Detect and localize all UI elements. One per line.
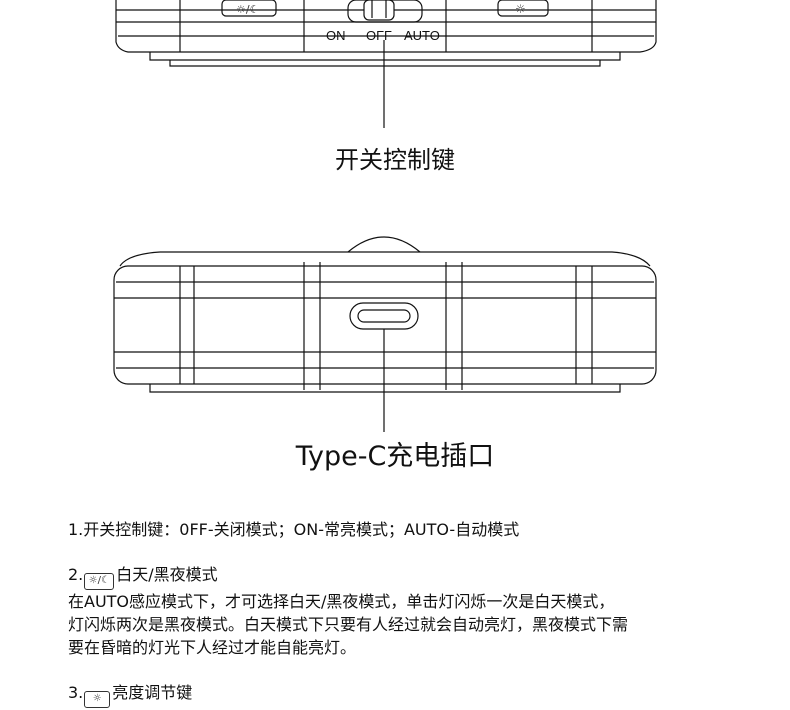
item-3-title: 亮度调节键 bbox=[112, 683, 193, 702]
item-3-number: 3. bbox=[68, 683, 84, 702]
sun-icon: ☼ bbox=[84, 691, 111, 708]
instruction-item-1: 1.开关控制键：0FF-关闭模式；ON-常亮模式；AUTO-自动模式 bbox=[68, 520, 520, 539]
sun-moon-icon: ☼/☾ bbox=[236, 3, 259, 16]
instruction-item-2-line-2: 灯闪烁两次是黑夜模式。白天模式下只要有人经过就会自动亮灯，黑夜模式下需 bbox=[68, 615, 629, 634]
usb-c-port bbox=[349, 302, 419, 330]
switch-knob[interactable] bbox=[363, 0, 395, 21]
item-2-title: 白天/黑夜模式 bbox=[116, 565, 218, 584]
switch-label-auto: AUTO bbox=[404, 28, 440, 43]
instruction-item-2-line-3: 要在昏暗的灯光下人经过才能自能亮灯。 bbox=[68, 638, 357, 657]
brightness-button[interactable] bbox=[497, 0, 549, 17]
switch-slot bbox=[347, 0, 423, 23]
day-night-button[interactable] bbox=[221, 0, 277, 17]
sun-moon-icon: ☼/☾ bbox=[84, 573, 115, 590]
top-device-view bbox=[115, 0, 657, 128]
switch-caption: 开关控制键 bbox=[335, 146, 455, 174]
product-diagram: ☼/☾ ☼ ON OFF AUTO bbox=[113, 0, 657, 432]
front-device-view bbox=[113, 236, 657, 432]
sun-icon: ☼ bbox=[515, 2, 526, 16]
switch-label-on: ON bbox=[326, 28, 346, 43]
instruction-item-3-heading: 3.☼亮度调节键 bbox=[68, 681, 768, 708]
instructions: 1.开关控制键：0FF-关闭模式；ON-常亮模式；AUTO-自动模式 2.☼/☾… bbox=[68, 518, 768, 708]
port-caption: Type-C充电插口 bbox=[295, 441, 495, 472]
item-2-number: 2. bbox=[68, 565, 84, 584]
instruction-item-2-heading: 2.☼/☾白天/黑夜模式 bbox=[68, 563, 768, 590]
sensor-dome bbox=[347, 236, 421, 253]
instruction-item-2-line-1: 在AUTO感应模式下，才可选择白天/黑夜模式，单击灯闪烁一次是白天模式， bbox=[68, 592, 615, 611]
switch-label-off: OFF bbox=[366, 28, 392, 43]
